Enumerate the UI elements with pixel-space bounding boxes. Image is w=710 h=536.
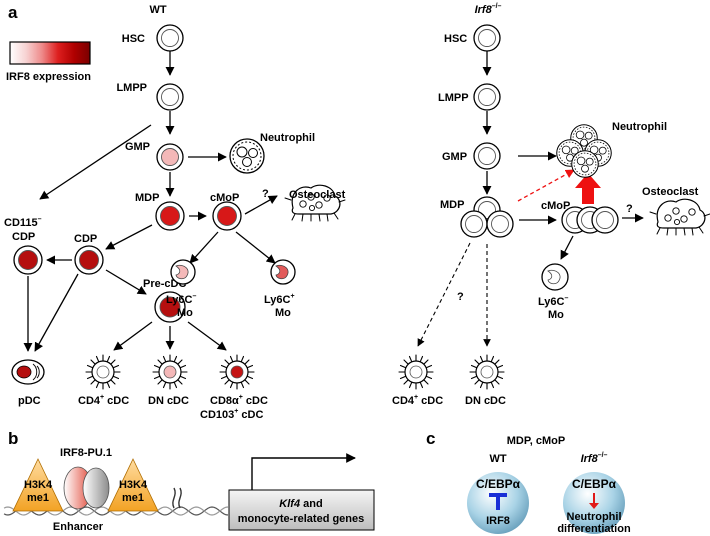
wt-osteoclast-question: ? (262, 188, 269, 200)
ko-hsc-label: HSC (444, 33, 467, 45)
wt-ly6c-neg-line2: Mo (177, 307, 193, 319)
wt-ly6c-neg-line1: Ly6C– (166, 293, 197, 306)
panel-b-label: b (8, 429, 18, 448)
ko-cmop-cluster (561, 206, 619, 234)
wt-neutrophil-label: Neutrophil (260, 132, 315, 144)
wt-pdc-label: pDC (18, 395, 41, 407)
ko-cd4-cdc-label: CD4+ cDC (392, 394, 443, 407)
wt-cd115-cdp-label: CDP (12, 231, 35, 243)
wt-mdp-cell (155, 201, 185, 231)
ko-gmp-cell (473, 142, 501, 170)
wt-gmp-label: GMP (125, 141, 150, 153)
transcription-arrow (251, 453, 356, 492)
ko-lmpp-cell (473, 83, 501, 111)
wt-cd8-cdc-cell (219, 354, 255, 390)
ko-gmp-label: GMP (442, 151, 467, 163)
h3k4me1-mark-right: H3K4 me1 (107, 458, 159, 512)
wt-cd115neg-cdp-cell (13, 245, 43, 275)
panel-c-ko-cell: C/EBPα Neutrophil differentiation (557, 472, 631, 535)
gene-box-line1: Klf4 and (279, 498, 322, 510)
panel-c-wt-title: WT (489, 453, 506, 465)
wt-lineage-arrows (23, 51, 278, 352)
panel-c-header: MDP, cMoP (507, 435, 565, 447)
ko-neutrophil-line2: differentiation (557, 523, 631, 535)
wt-hsc-cell (156, 24, 184, 52)
ko-mdp-cluster (460, 196, 514, 238)
repression-bar-icon (489, 493, 507, 510)
wt-osteoclast-label: Osteoclast (289, 189, 346, 201)
panel-a-label: a (8, 3, 18, 22)
ko-osteoclast-label: Osteoclast (642, 186, 699, 198)
wt-neutrophil-cell (229, 138, 265, 174)
ko-osteoclast-question: ? (626, 203, 633, 215)
wt-cdp-cell (74, 245, 104, 275)
wt-cd103-cdc-label: CD103+ cDC (200, 408, 263, 421)
irf8-pu1-complex (63, 466, 110, 510)
wt-ly6c-neg-monocyte (170, 259, 196, 285)
wt-cd4-cdc-label: CD4+ cDC (78, 394, 129, 407)
ko-ly6c-neg-monocyte (541, 263, 569, 291)
panel-c-ko-title: Irf8–/– (581, 452, 608, 465)
irf8-expression-legend: IRF8 expression (6, 41, 91, 83)
wt-irf8-text: IRF8 (486, 515, 510, 527)
gene-box-line2: monocyte-related genes (238, 513, 365, 525)
h3k4-left-line2: me1 (27, 492, 49, 504)
ko-dn-cdc-label: DN cDC (465, 395, 506, 407)
ko-neutrophil-line1: Neutrophil (567, 511, 622, 523)
wt-ly6c-pos-line2: Mo (275, 307, 291, 319)
wt-cd8-cdc-label: CD8α+ cDC (210, 394, 268, 407)
ko-ly6c-neg-line1: Ly6C– (538, 295, 569, 308)
h3k4-right-line2: me1 (122, 492, 144, 504)
ko-cdc-question: ? (457, 291, 464, 303)
wt-ly6c-pos-monocyte (270, 259, 296, 285)
wt-cmop-cell (212, 201, 242, 231)
h3k4me1-mark-left: H3K4 me1 (12, 458, 64, 512)
irf8-pu1-label: IRF8-PU.1 (60, 447, 112, 459)
wt-lmpp-label: LMPP (116, 82, 147, 94)
wt-cd115-label: CD115– (4, 216, 42, 229)
wt-pdc-cell (11, 359, 45, 385)
h3k4-left-line1: H3K4 (24, 479, 53, 491)
ko-cmop-label: cMoP (541, 200, 570, 212)
wt-gmp-cell (156, 143, 184, 171)
ko-neutrophil-cluster (556, 124, 612, 178)
wt-ly6c-pos-line1: Ly6C+ (264, 293, 295, 306)
ko-lineage-arrows (417, 51, 644, 347)
wt-cebpa-text: C/EBPα (476, 477, 521, 491)
h3k4-right-line1: H3K4 (119, 479, 148, 491)
wt-title: WT (149, 4, 166, 16)
ko-lmpp-label: LMPP (438, 92, 469, 104)
ko-dn-cdc-cell (469, 354, 505, 390)
wt-cd4-cdc-cell (85, 354, 121, 390)
panel-c-wt-cell: C/EBPα IRF8 (467, 472, 529, 534)
wt-hsc-label: HSC (122, 33, 145, 45)
wt-cmop-label: cMoP (210, 192, 239, 204)
wt-dn-cdc-cell (152, 354, 188, 390)
ko-neutrophil-label: Neutrophil (612, 121, 667, 133)
ko-mdp-label: MDP (440, 199, 464, 211)
wt-cdp-label: CDP (74, 233, 97, 245)
wt-dn-cdc-label: DN cDC (148, 395, 189, 407)
enhancer-label: Enhancer (53, 521, 104, 533)
panel-c-label: c (426, 429, 435, 448)
wt-precdc-cell (154, 291, 186, 323)
wt-mdp-label: MDP (135, 192, 159, 204)
ko-osteoclast-cell (649, 198, 710, 236)
ko-cebpa-text: C/EBPα (572, 477, 617, 491)
ko-hsc-cell (473, 24, 501, 52)
ko-title: Irf8–/– (475, 3, 502, 16)
ko-cd4-cdc-cell (398, 354, 434, 390)
wt-lmpp-cell (156, 83, 184, 111)
target-gene-box: Klf4 and monocyte-related genes (228, 489, 375, 531)
ko-ly6c-neg-line2: Mo (548, 309, 564, 321)
legend-label: IRF8 expression (6, 71, 91, 83)
